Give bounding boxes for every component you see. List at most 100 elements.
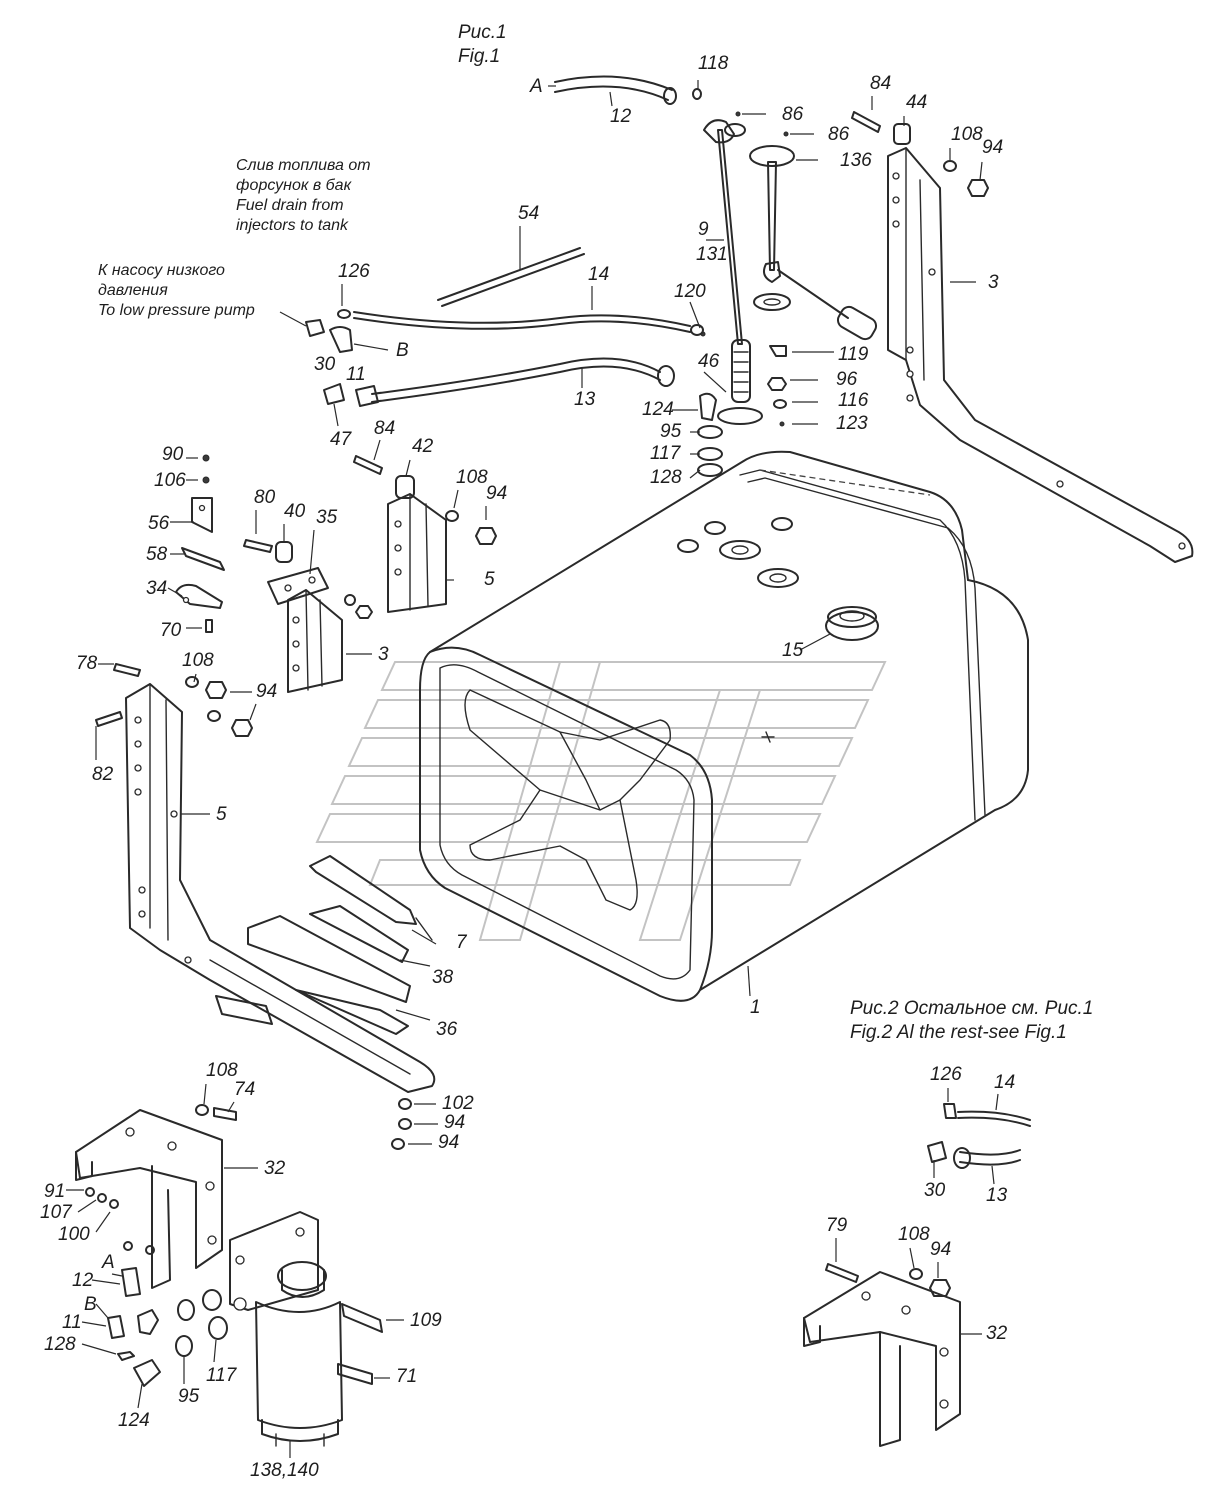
- small-fittings-column: [692, 88, 789, 477]
- part-label-l80: 80: [254, 487, 276, 508]
- part-label-l71: 71: [396, 1366, 417, 1387]
- leader-lines: [66, 80, 999, 1458]
- fig1-title-en: Fig.1: [458, 46, 500, 67]
- part-label-l47: 47: [330, 429, 353, 450]
- part-label-l116: 116: [838, 390, 869, 411]
- part-label-l12a: 12: [610, 106, 632, 127]
- filter-head: [229, 1211, 327, 1311]
- part-label-l14b: 14: [994, 1072, 1015, 1093]
- drain-note-line3: Fuel drain from: [236, 197, 344, 214]
- level-sensor: [749, 145, 878, 341]
- part-label-l94c: 94: [256, 681, 277, 702]
- drain-note-line1: Слив топлива от: [236, 157, 371, 174]
- part-label-l124b: 124: [118, 1410, 150, 1431]
- hose-13: [371, 357, 675, 403]
- part-label-l95a: 95: [660, 421, 682, 442]
- part-label-l108b: 108: [456, 467, 488, 488]
- part-label-l124a: 124: [642, 399, 674, 420]
- part-label-l109: 109: [410, 1310, 442, 1331]
- part-label-l131: 131: [696, 244, 728, 265]
- part-label-l1: 1: [750, 997, 761, 1018]
- part-label-l56: 56: [148, 513, 170, 534]
- part-label-l100: 100: [58, 1224, 90, 1245]
- bracket-3-left: [287, 589, 373, 693]
- part-label-l7: 7: [456, 932, 468, 953]
- letter-a-top: A: [529, 76, 543, 97]
- pump-note-line1: К насосу низкого: [98, 262, 225, 279]
- part-label-l117a: 117: [650, 443, 682, 464]
- watermark-logo: [315, 661, 887, 941]
- part-label-l120: 120: [674, 281, 706, 302]
- part-label-l3b: 3: [378, 644, 389, 665]
- part-label-l108a: 108: [951, 124, 983, 145]
- part-label-l14a: 14: [588, 264, 609, 285]
- part-label-l35: 35: [316, 507, 338, 528]
- drain-note-line2: форсунок в бак: [236, 177, 353, 194]
- part-label-l90: 90: [162, 444, 184, 465]
- part-label-l94e: 94: [438, 1132, 459, 1153]
- part-label-l91: 91: [44, 1181, 65, 1202]
- pump-note-line3: To low pressure pump: [98, 302, 255, 319]
- hose-14: [337, 309, 704, 336]
- washers-102-94: [391, 1098, 412, 1150]
- part-label-l79: 79: [826, 1215, 848, 1236]
- part-label-l136: 136: [840, 150, 872, 171]
- part-label-l107: 107: [40, 1202, 73, 1223]
- part-label-l128a: 128: [650, 467, 682, 488]
- part-label-l11a: 11: [346, 364, 366, 385]
- part-label-l13b: 13: [986, 1185, 1008, 1206]
- part-label-l9: 9: [698, 219, 709, 240]
- bracket-3-right: [887, 147, 1194, 563]
- part-label-l84a: 84: [870, 73, 891, 94]
- part-label-l3a: 3: [988, 272, 999, 293]
- bracket-5-upper: [353, 455, 497, 613]
- part-label-l32b: 32: [986, 1323, 1008, 1344]
- fig2-hoses: [927, 1103, 1031, 1169]
- part-label-l108d: 108: [206, 1060, 238, 1081]
- straps-7-38-36: [247, 855, 433, 1035]
- part-label-l30b: 30: [924, 1180, 946, 1201]
- part-label-l78: 78: [76, 653, 98, 674]
- bracket-32-right: [803, 1263, 961, 1447]
- part-label-l58: 58: [146, 544, 168, 565]
- fuel-tank: [419, 450, 1029, 1002]
- part-label-l86a: 86: [782, 104, 804, 125]
- fig2-title-en: Fig.2 Al the rest-see Fig.1: [850, 1022, 1067, 1043]
- part-label-l128b: 128: [44, 1334, 76, 1355]
- part-label-l95b: 95: [178, 1386, 200, 1407]
- filter-fittings: [107, 1267, 228, 1387]
- hardware-80-40-35: [243, 539, 329, 605]
- part-label-l94d: 94: [444, 1112, 465, 1133]
- drain-note-line4: injectors to tank: [236, 217, 349, 234]
- part-label-l12b: 12: [72, 1270, 94, 1291]
- part-label-l44: 44: [906, 92, 927, 113]
- part-label-l15: 15: [782, 640, 804, 661]
- part-label-l13a: 13: [574, 389, 596, 410]
- part-label-l11b: 11: [62, 1312, 82, 1333]
- part-label-l108e: 108: [898, 1224, 930, 1245]
- part-label-l126b: 126: [930, 1064, 962, 1085]
- part-label-l108c: 108: [182, 650, 214, 671]
- part-label-l94b: 94: [486, 483, 507, 504]
- part-label-lAb: A: [101, 1252, 115, 1273]
- part-label-l42: 42: [412, 436, 434, 457]
- bracket-32-left: [75, 1104, 237, 1289]
- bracket-56-58-34: [175, 454, 225, 633]
- pump-note-line2: давления: [98, 282, 168, 299]
- part-label-l119: 119: [838, 344, 869, 365]
- part-label-l34: 34: [146, 578, 167, 599]
- part-label-l40: 40: [284, 501, 306, 522]
- part-label-l94a: 94: [982, 137, 1003, 158]
- hardware-top-right: [851, 111, 989, 197]
- part-label-l84b: 84: [374, 418, 395, 439]
- part-label-l94f: 94: [930, 1239, 951, 1260]
- part-label-l5a: 5: [484, 569, 495, 590]
- part-label-l70: 70: [160, 620, 182, 641]
- part-label-lBa: B: [396, 340, 409, 361]
- fig2-title-ru: Рис.2 Остальное см. Рис.1: [850, 998, 1093, 1019]
- part-label-l123: 123: [836, 413, 868, 434]
- filter-bowl: [255, 1301, 383, 1447]
- bracket-5-left: [95, 663, 436, 1093]
